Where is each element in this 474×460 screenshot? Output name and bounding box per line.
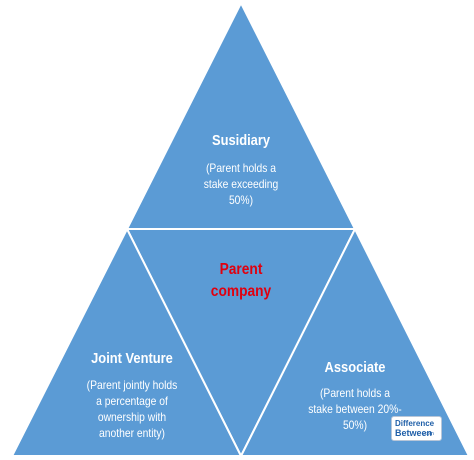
associate-desc-line-3: 50%)	[342, 418, 368, 432]
joint-venture-desc-line-4: another entity)	[99, 426, 165, 440]
joint-venture-desc-line-1: (Parent jointly holds	[86, 378, 178, 392]
logo-line-1: Difference	[395, 419, 435, 428]
logo-line-3: .com	[423, 431, 434, 437]
parent-company-title: Parent company	[189, 259, 292, 303]
associate-desc-line-2: stake between 20%-	[308, 402, 402, 416]
subsidiary-desc-line-2: stake exceeding	[203, 177, 279, 191]
subsidiary-description: (Parent holds a stake exceeding 50%)	[181, 160, 301, 208]
subsidiary-desc-line-3: 50%)	[228, 193, 254, 207]
joint-venture-desc-line-3: ownership with	[97, 410, 167, 424]
left-triangle-joint-venture	[10, 226, 243, 457]
joint-venture-desc-line-2: a percentage of	[96, 394, 168, 408]
parent-company-line-1: Parent	[219, 261, 263, 278]
joint-venture-title: Joint Venture	[91, 350, 173, 367]
associate-description: (Parent holds a stake between 20%- 50%)	[295, 385, 415, 433]
associate-desc-line-1: (Parent holds a	[319, 386, 390, 400]
subsidiary-title: Susidiary	[211, 132, 271, 149]
associate-title: Associate	[324, 359, 386, 376]
parent-company-line-2: company	[210, 283, 272, 300]
right-triangle-associate	[239, 226, 471, 457]
logo-line-2: Between	[395, 428, 433, 438]
subsidiary-desc-line-1: (Parent holds a	[205, 161, 276, 175]
joint-venture-description: (Parent jointly holds a percentage of ow…	[68, 377, 197, 441]
difference-between-logo: Difference Between .com	[391, 416, 442, 441]
